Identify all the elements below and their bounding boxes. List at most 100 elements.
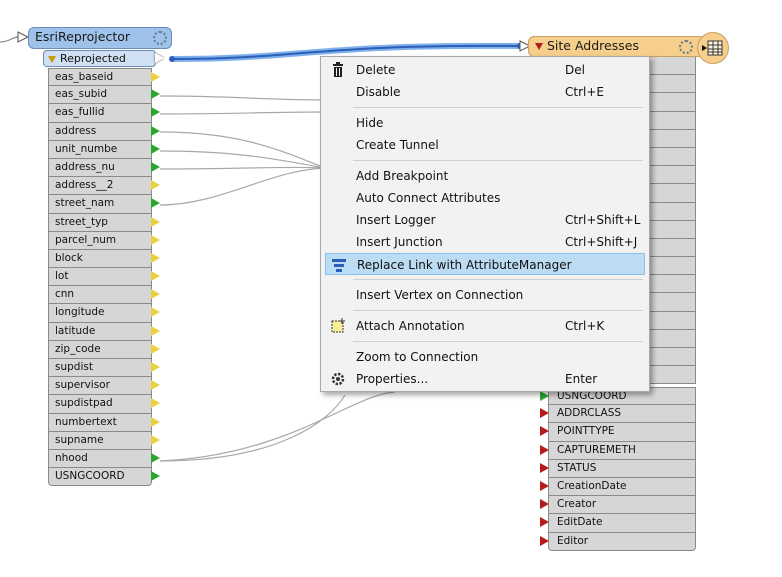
menu-item-replace-link[interactable]: Replace Link with AttributeManager bbox=[325, 253, 645, 275]
output-port-icon[interactable] bbox=[151, 362, 160, 372]
output-port-icon[interactable] bbox=[151, 72, 160, 82]
output-port-icon[interactable] bbox=[151, 398, 160, 409]
output-port-icon[interactable] bbox=[151, 452, 160, 463]
source-attribute-row[interactable]: unit_numbe bbox=[48, 140, 160, 159]
source-attribute-row[interactable]: address_nu bbox=[48, 158, 160, 178]
source-input-link bbox=[0, 36, 19, 43]
input-port-icon[interactable] bbox=[540, 480, 549, 491]
dest-attribute-row[interactable]: CreationDate bbox=[540, 477, 696, 497]
output-port-icon[interactable] bbox=[151, 434, 160, 445]
attribute-name: CreationDate bbox=[557, 479, 627, 492]
output-port-icon[interactable] bbox=[151, 471, 160, 482]
source-attribute-row[interactable]: USNGCOORD bbox=[48, 468, 160, 487]
output-port-icon[interactable] bbox=[151, 252, 160, 263]
output-port-icon[interactable] bbox=[151, 161, 160, 172]
attribute-name: address bbox=[55, 124, 97, 137]
source-attribute-row[interactable]: street_typ bbox=[48, 213, 160, 232]
input-port-icon[interactable] bbox=[540, 462, 549, 473]
link-usngcoord bbox=[159, 391, 396, 462]
gear-icon[interactable] bbox=[679, 40, 693, 54]
dest-attribute-row[interactable]: POINTTYPE bbox=[540, 423, 696, 442]
source-attribute-row[interactable]: supdistpad bbox=[48, 395, 160, 414]
output-port-icon[interactable] bbox=[151, 234, 160, 245]
output-port-icon[interactable] bbox=[151, 289, 160, 300]
menu-item-properties[interactable]: Properties... Enter bbox=[325, 368, 645, 390]
dest-attribute-row[interactable]: Creator bbox=[540, 496, 696, 515]
table-writer-icon[interactable] bbox=[697, 32, 729, 64]
output-port-icon[interactable] bbox=[151, 325, 160, 336]
source-attribute-row[interactable]: supname bbox=[48, 431, 160, 450]
collapse-triangle-icon[interactable] bbox=[535, 43, 543, 50]
menu-shortcut: Ctrl+K bbox=[565, 319, 605, 333]
output-port-icon[interactable] bbox=[151, 271, 160, 282]
menu-item-add-breakpoint[interactable]: Add Breakpoint bbox=[325, 165, 645, 187]
output-port-icon[interactable] bbox=[151, 143, 160, 154]
source-attribute-row[interactable]: supervisor bbox=[48, 377, 160, 396]
dest-attribute-row[interactable]: EditDate bbox=[540, 514, 696, 533]
menu-item-insert-junction[interactable]: Insert Junction Ctrl+Shift+J bbox=[325, 231, 645, 253]
dest-attribute-row[interactable]: STATUS bbox=[540, 459, 696, 478]
menu-item-disable[interactable]: Disable Ctrl+E bbox=[325, 81, 645, 103]
source-attribute-row[interactable]: eas_fullid bbox=[48, 104, 160, 123]
output-port-icon[interactable] bbox=[151, 180, 160, 191]
dest-attribute-row[interactable]: Editor bbox=[540, 532, 696, 551]
output-port-icon[interactable] bbox=[151, 125, 160, 136]
source-attribute-row[interactable]: zip_code bbox=[48, 340, 160, 359]
menu-item-insert-vertex[interactable]: Insert Vertex on Connection bbox=[325, 284, 645, 306]
source-attribute-row[interactable]: lot bbox=[48, 268, 160, 287]
source-attribute-row[interactable]: eas_subid bbox=[48, 86, 160, 105]
esri-reprojector-node[interactable]: EsriReprojector bbox=[28, 27, 172, 49]
source-attribute-row[interactable]: cnn bbox=[48, 286, 160, 305]
output-port-icon[interactable] bbox=[151, 343, 160, 354]
attribute-name: block bbox=[55, 251, 83, 264]
menu-item-attach-annotation[interactable]: Attach Annotation Ctrl+K bbox=[325, 315, 645, 337]
output-port-icon[interactable] bbox=[151, 307, 160, 318]
collapse-triangle-icon[interactable] bbox=[48, 55, 56, 63]
attribute-name: cnn bbox=[55, 288, 75, 301]
menu-item-delete[interactable]: Delete Del bbox=[325, 59, 645, 81]
attribute-name: address__2 bbox=[55, 179, 114, 192]
source-attribute-row[interactable]: address bbox=[48, 122, 160, 141]
output-port-icon[interactable] bbox=[151, 89, 160, 100]
input-port-icon[interactable] bbox=[540, 444, 549, 455]
source-attribute-row[interactable]: nhood bbox=[48, 449, 160, 469]
source-attribute-row[interactable]: latitude bbox=[48, 322, 160, 341]
menu-item-auto-connect[interactable]: Auto Connect Attributes bbox=[325, 187, 645, 209]
output-port-reprojected[interactable]: Reprojected bbox=[43, 50, 164, 67]
output-port-icon[interactable] bbox=[151, 216, 160, 227]
source-attribute-row[interactable]: parcel_num bbox=[48, 231, 160, 250]
source-attribute-row[interactable]: supdist bbox=[48, 359, 160, 378]
dest-attribute-row[interactable]: CAPTUREMETH bbox=[540, 441, 696, 460]
input-port-icon[interactable] bbox=[540, 535, 549, 546]
menu-label: Insert Junction bbox=[356, 235, 443, 249]
node-title: Site Addresses bbox=[547, 38, 639, 53]
dest-attribute-row[interactable]: ADDRCLASS bbox=[540, 405, 696, 424]
source-attribute-row[interactable]: address__2 bbox=[48, 177, 160, 196]
source-attribute-row[interactable]: block bbox=[48, 249, 160, 269]
source-attribute-row[interactable]: numbertext bbox=[48, 413, 160, 432]
attribute-name: STATUS bbox=[557, 461, 597, 474]
input-port-icon[interactable] bbox=[540, 391, 549, 401]
source-attribute-row[interactable]: eas_baseid bbox=[48, 68, 160, 87]
source-attribute-row[interactable]: street_nam bbox=[48, 195, 160, 214]
output-arrow-icon[interactable] bbox=[155, 53, 164, 63]
attribute-name: nhood bbox=[55, 451, 88, 464]
source-attribute-row[interactable]: longitude bbox=[48, 304, 160, 323]
menu-label: Delete bbox=[356, 63, 396, 77]
input-port-icon[interactable] bbox=[540, 517, 549, 528]
output-port-icon[interactable] bbox=[151, 416, 160, 427]
input-port-icon[interactable] bbox=[540, 499, 549, 510]
menu-item-create-tunnel[interactable]: Create Tunnel bbox=[325, 134, 645, 156]
output-port-icon[interactable] bbox=[151, 107, 160, 118]
menu-item-hide[interactable]: Hide bbox=[325, 112, 645, 134]
output-port-icon[interactable] bbox=[151, 380, 160, 391]
menu-item-insert-logger[interactable]: Insert Logger Ctrl+Shift+L bbox=[325, 209, 645, 231]
gear-icon[interactable] bbox=[153, 31, 167, 45]
input-port-icon[interactable] bbox=[540, 408, 549, 419]
output-port-icon[interactable] bbox=[151, 198, 160, 209]
menu-shortcut: Del bbox=[565, 63, 585, 77]
input-port-icon[interactable] bbox=[540, 426, 549, 437]
menu-item-zoom-to-connection[interactable]: Zoom to Connection bbox=[325, 346, 645, 368]
site-addresses-node[interactable]: Site Addresses bbox=[528, 36, 706, 57]
